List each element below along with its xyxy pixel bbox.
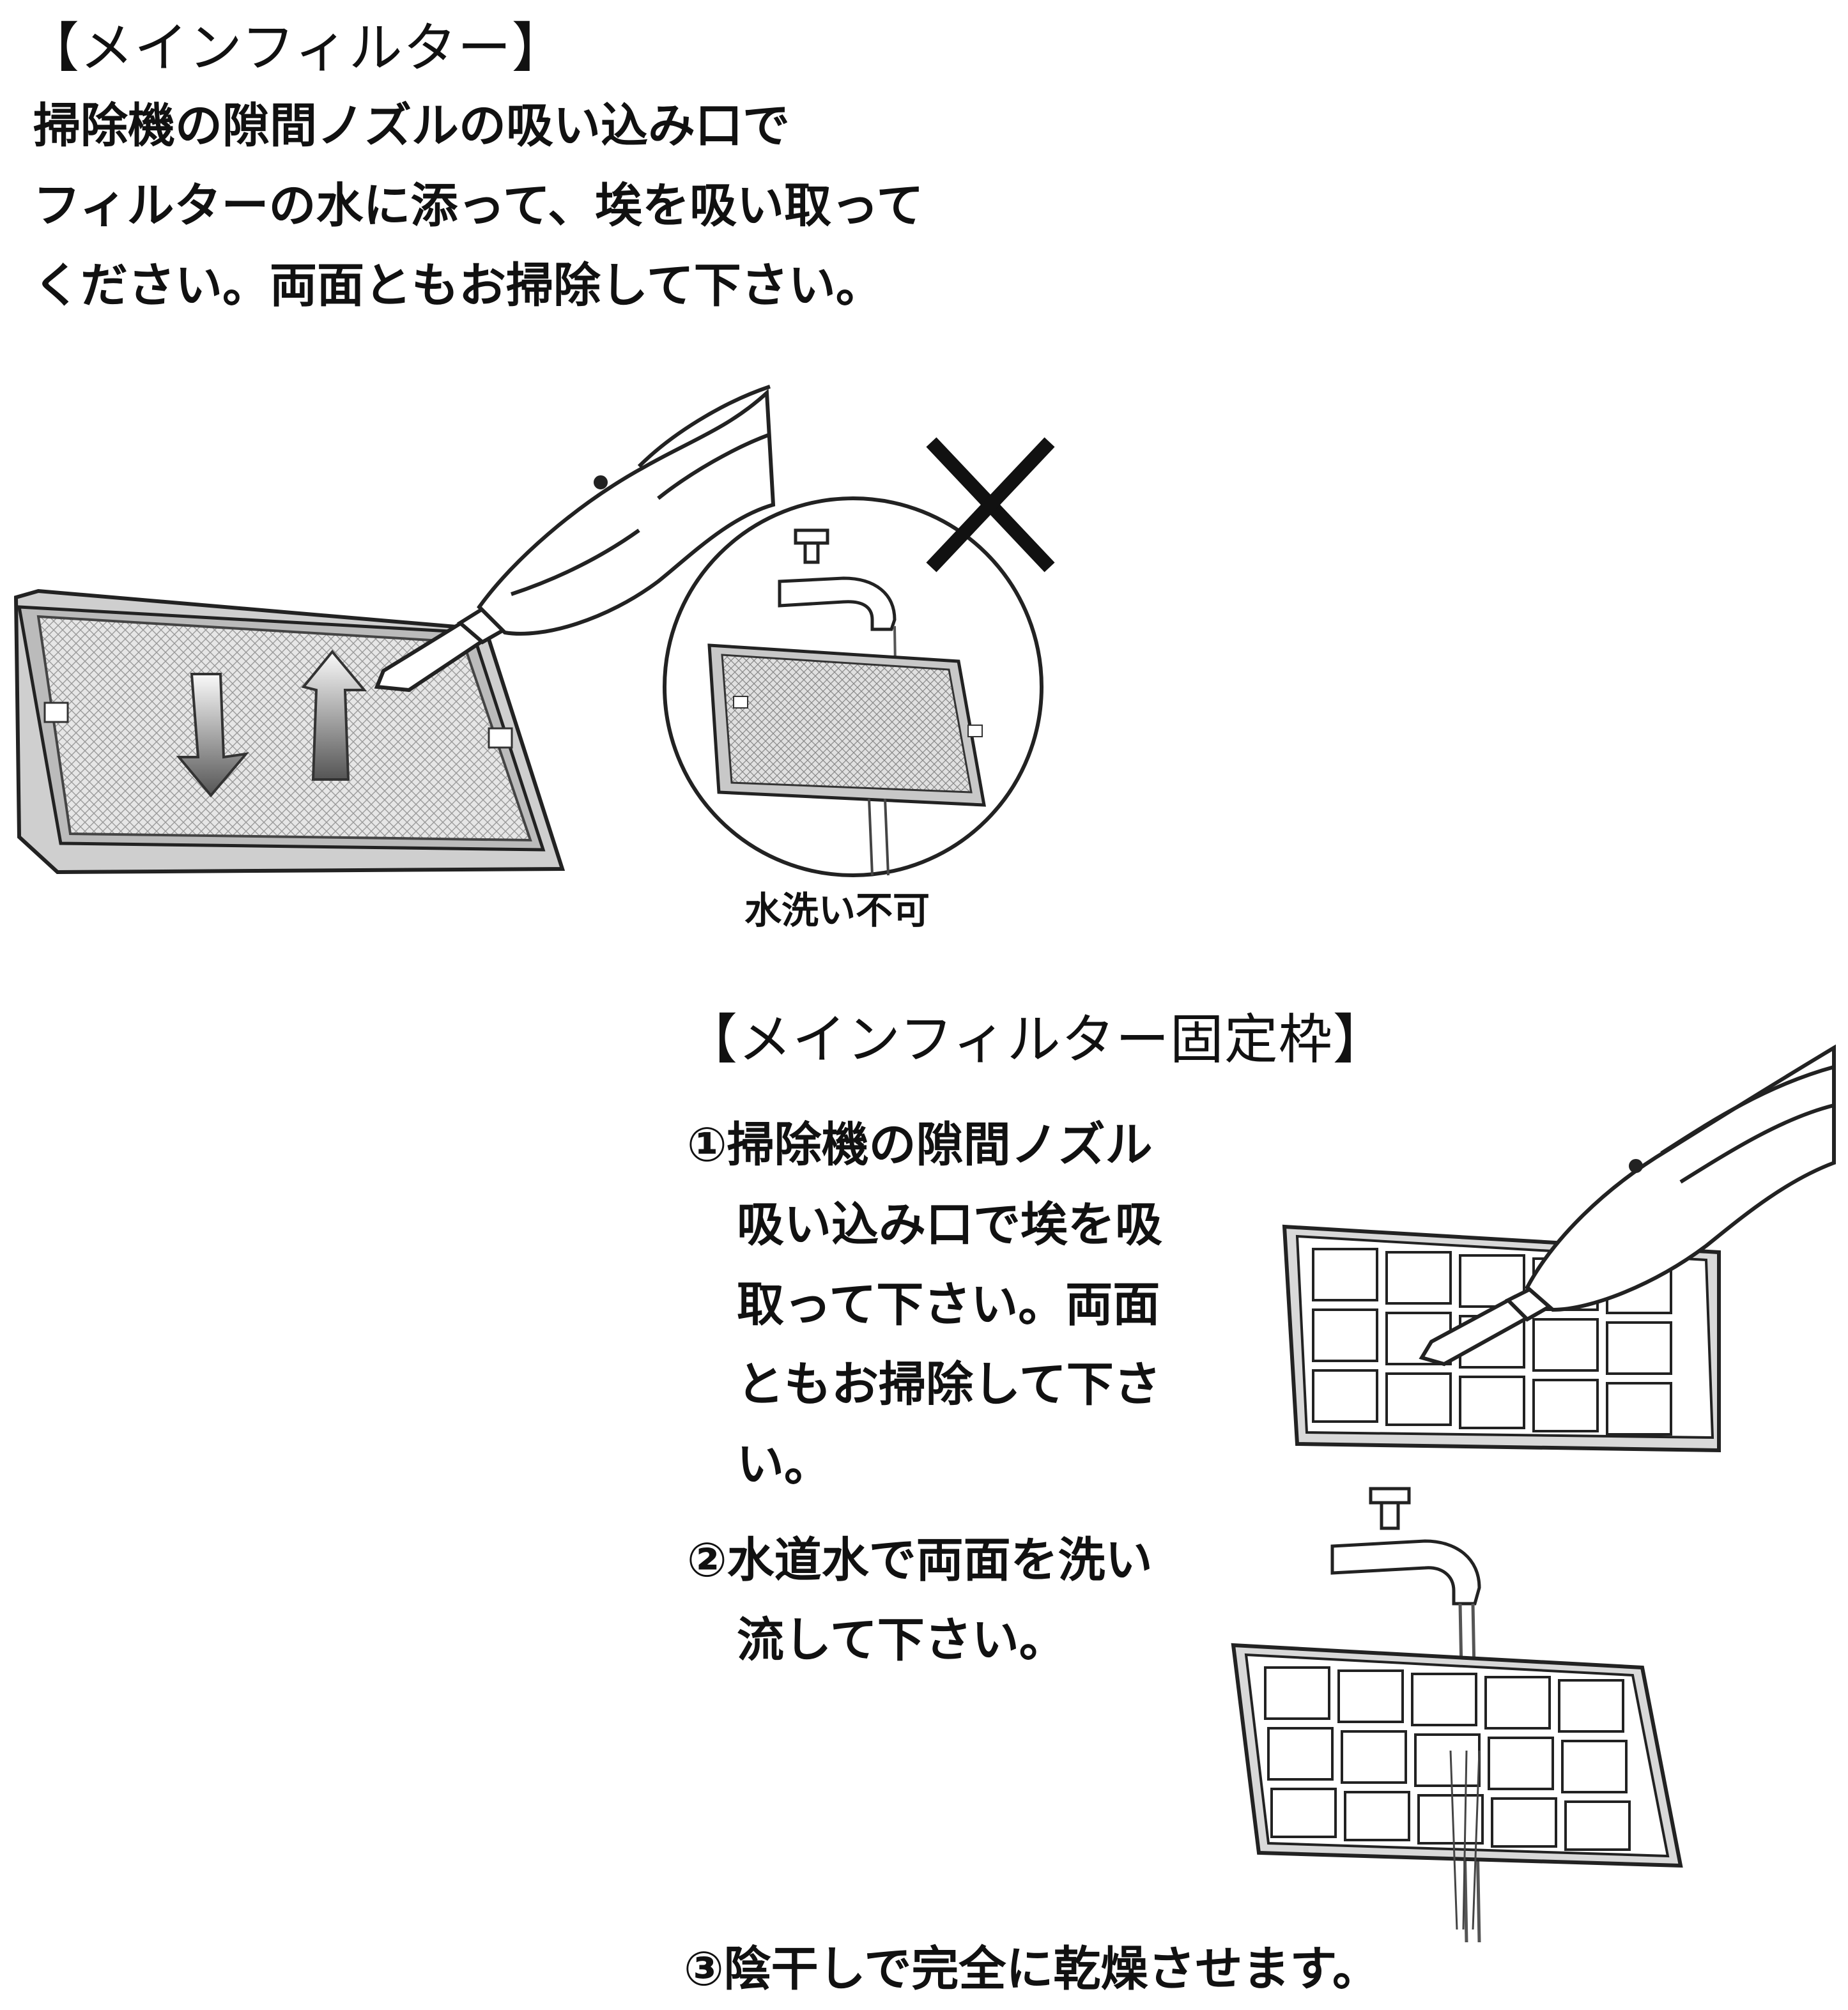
main-filter-instructions: 掃除機の隙間ノズルの吸い込み口で フィルターの水に添って、埃を吸い取って くださ… bbox=[33, 86, 923, 326]
frame-section-heading: 【メインフィルター固定枠】 bbox=[684, 1008, 1387, 1071]
step-2-line-1: ②水道水で両面を洗い bbox=[687, 1533, 1153, 1588]
faucet-icon bbox=[1330, 1487, 1481, 1606]
step-1-line-2: 吸い込み口で埃を吸 bbox=[737, 1197, 1162, 1252]
step-2-line-2: 流して下さい。 bbox=[737, 1613, 1066, 1668]
up-down-arrows-icon bbox=[176, 649, 367, 798]
small-filter-image bbox=[707, 643, 987, 807]
main-filter-heading: 【メインフィルター】 bbox=[26, 17, 566, 79]
step-1-line-5: い。 bbox=[737, 1437, 831, 1492]
step-3-text: ③陰干しで完全に乾燥させます。 bbox=[684, 1942, 1380, 1997]
main-filter-line-3: ください。両面ともお掃除して下さい。 bbox=[33, 258, 883, 313]
cross-mark-icon bbox=[926, 437, 1055, 572]
step-1-line-3: 取って下さい。両面 bbox=[737, 1277, 1160, 1332]
step-1-text: ①掃除機の隙間ノズル 吸い込み口で埃を吸 取って下さい。両面 ともお掃除して下さ… bbox=[687, 1105, 1162, 1505]
no-wash-illustration bbox=[663, 437, 1055, 877]
step-1-line-4: ともお掃除して下さ bbox=[737, 1357, 1161, 1412]
no-wash-caption: 水洗い不可 bbox=[744, 889, 930, 932]
frame-vacuum-illustration bbox=[1282, 1044, 1836, 1453]
vacuum-filter-illustration bbox=[13, 385, 776, 875]
washed-frame-image bbox=[1231, 1643, 1683, 1868]
frame-washing-illustration bbox=[1231, 1487, 1683, 1943]
handheld-vacuum-icon bbox=[1419, 1044, 1836, 1367]
step-1-line-1: ①掃除機の隙間ノズル bbox=[687, 1117, 1153, 1172]
handheld-vacuum-icon bbox=[374, 385, 776, 693]
faucet-icon bbox=[778, 528, 897, 703]
step-2-text: ②水道水で両面を洗い 流して下さい。 bbox=[687, 1521, 1153, 1680]
main-filter-line-2: フィルターの水に添って、埃を吸い取って bbox=[33, 178, 924, 233]
main-filter-line-1: 掃除機の隙間ノズルの吸い込み口で bbox=[33, 98, 790, 153]
